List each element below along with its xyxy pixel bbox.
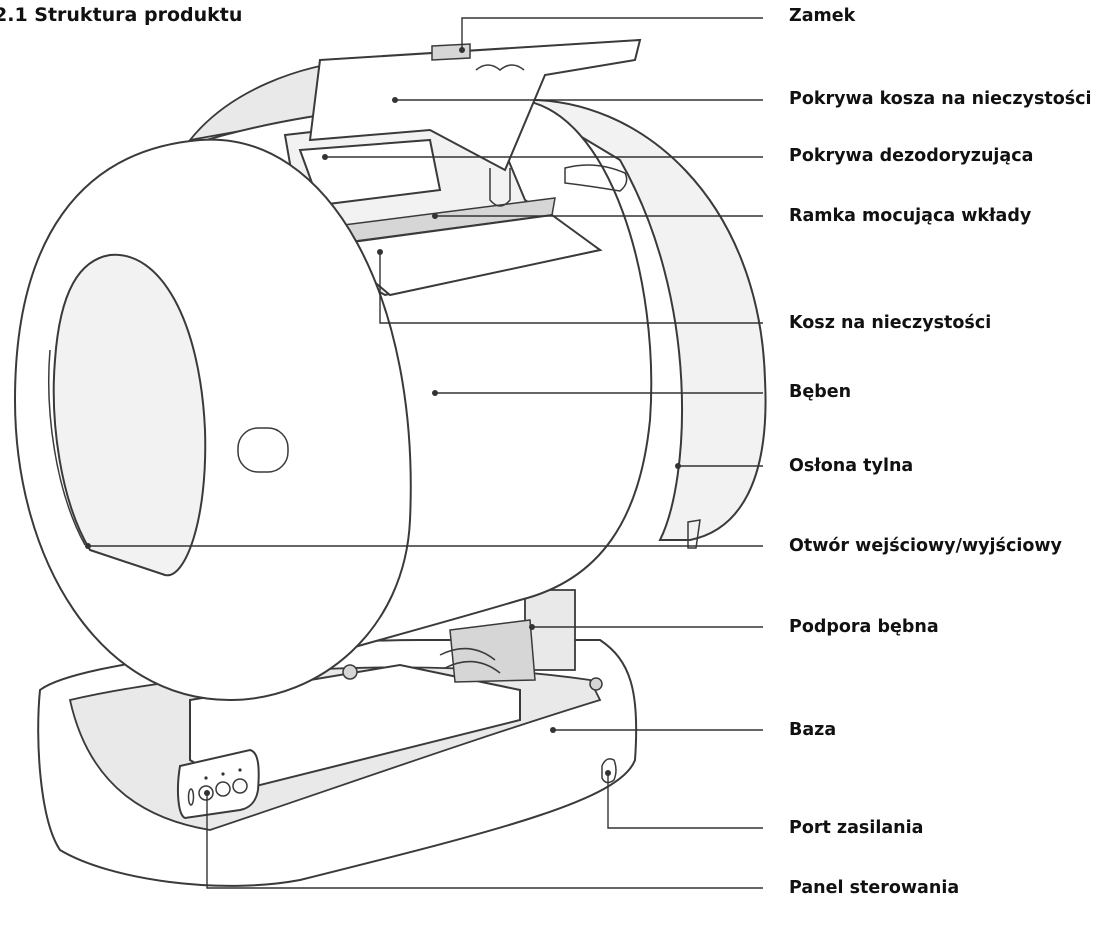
cover-handle: [489, 168, 511, 207]
label-waste-bin-cover: Pokrywa kosza na nieczystości: [789, 89, 1092, 109]
page-title: 2.1 Struktura produktu: [0, 4, 243, 26]
lock-hinge: [475, 64, 525, 71]
leader-power-port: [607, 773, 763, 829]
label-entrance: Otwór wejściowy/wyjściowy: [789, 536, 1062, 556]
label-waste-bin: Kosz na nieczystości: [789, 313, 992, 333]
leader-waste-bin: [379, 252, 763, 324]
label-power-port: Port zasilania: [789, 818, 924, 838]
label-deodorizing-cover: Pokrywa dezodoryzująca: [789, 146, 1034, 166]
base-rear-post: [589, 677, 603, 691]
label-drum: Bęben: [789, 382, 852, 402]
indicator-light: [187, 788, 195, 806]
leader-lines: [85, 17, 763, 889]
drum-support-face: [449, 619, 536, 683]
rear-handle: [564, 164, 628, 192]
label-base: Baza: [789, 720, 837, 740]
drum-gear: [439, 647, 501, 674]
rear-cover-latch: [687, 519, 701, 549]
label-drum-support: Podpora bębna: [789, 617, 939, 637]
leader-control-panel: [206, 793, 763, 889]
power-port-shape: [601, 758, 617, 784]
control-button-right: [232, 778, 248, 794]
side-handle-slot: [237, 427, 289, 473]
control-button-middle: [215, 781, 231, 797]
entrance-rim: [48, 349, 166, 576]
entrance-opening: [52, 253, 207, 577]
waste-bin-cover-shape: [308, 38, 642, 172]
lock-shape: [431, 43, 471, 61]
control-button-left: [198, 785, 214, 801]
rear-cover-shape: [516, 98, 767, 541]
label-rear-cover: Osłona tylna: [789, 456, 914, 476]
label-lock: Zamek: [789, 6, 856, 26]
base-inner-recess: [189, 663, 521, 792]
label-control-panel: Panel sterowania: [789, 878, 960, 898]
label-cartridge-frame: Ramka mocująca wkłady: [789, 206, 1032, 226]
leader-lock: [461, 17, 763, 50]
drum-foot: [342, 664, 358, 680]
